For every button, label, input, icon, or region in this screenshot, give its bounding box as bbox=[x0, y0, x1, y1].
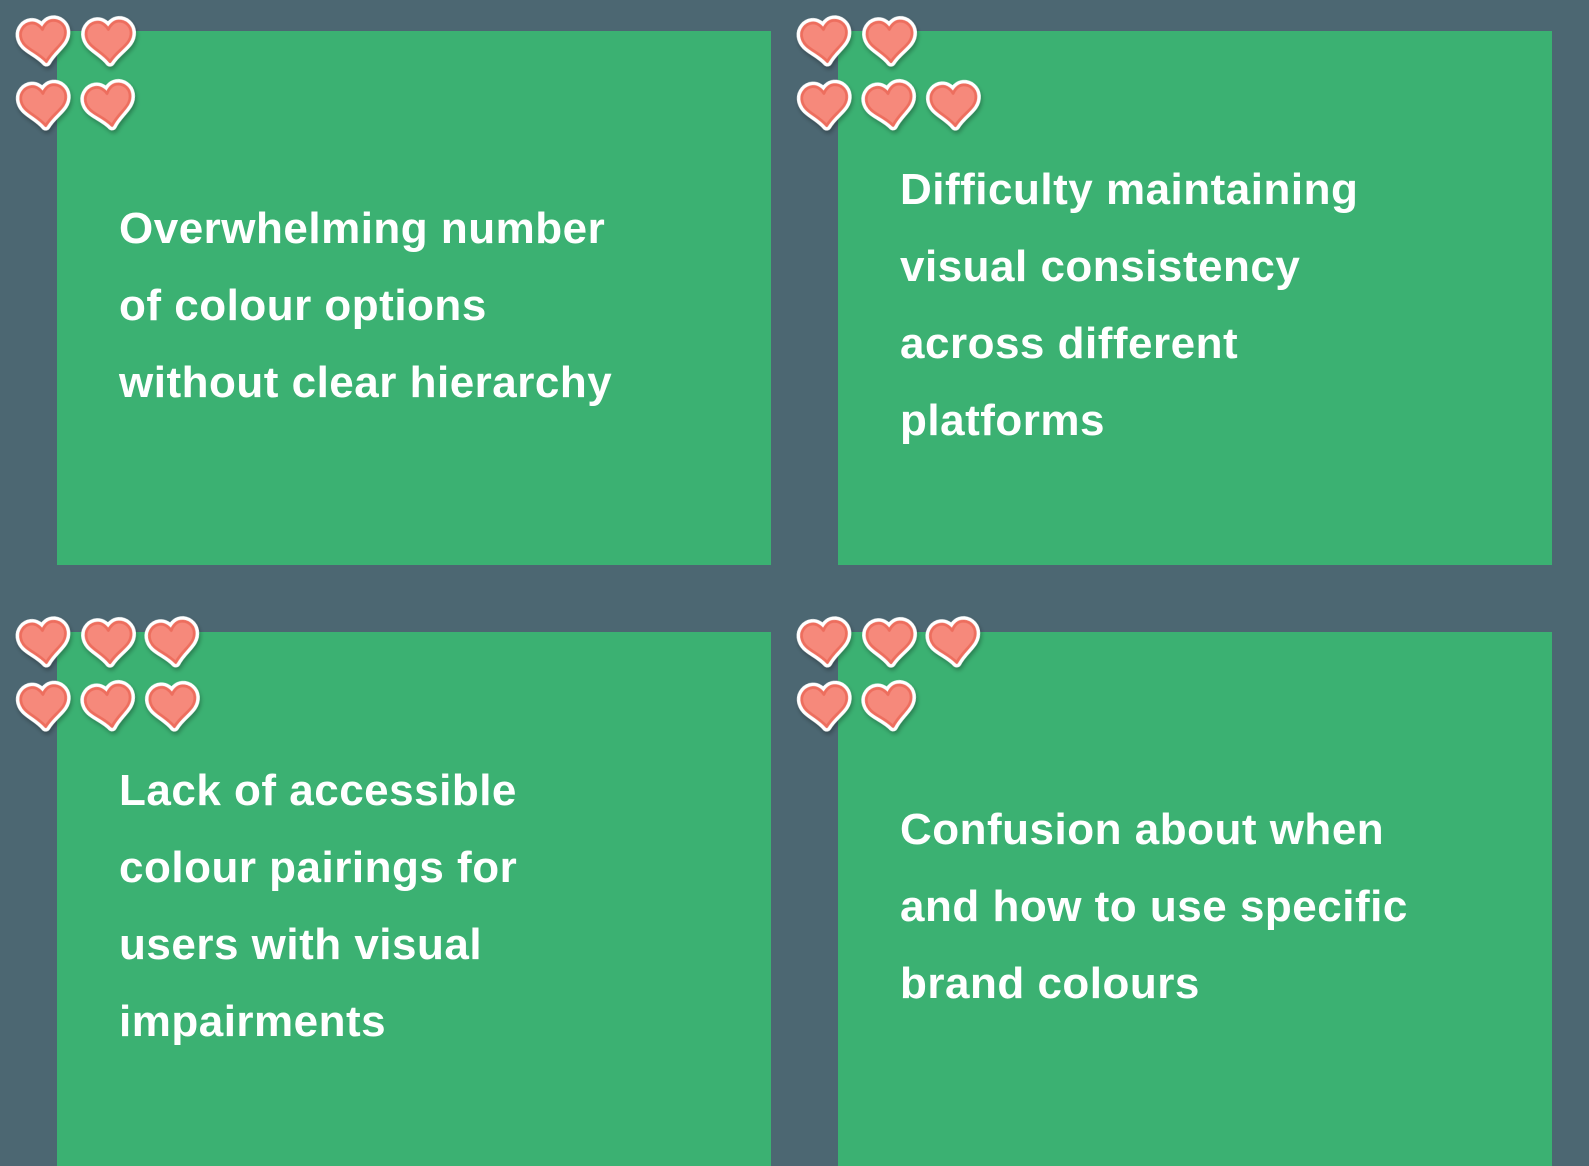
heart-icon[interactable] bbox=[857, 612, 922, 673]
sticky-note-card[interactable]: Difficulty maintaining visual consistenc… bbox=[796, 15, 1552, 565]
heart-sticker[interactable] bbox=[76, 11, 141, 72]
card-text-line: brand colours bbox=[900, 958, 1200, 1008]
heart-sticker[interactable] bbox=[792, 675, 859, 738]
heart-sticker[interactable] bbox=[791, 610, 860, 675]
heart-icon[interactable] bbox=[854, 674, 924, 741]
card-text-line: users with visual bbox=[119, 920, 483, 969]
heart-sticker[interactable] bbox=[792, 74, 859, 137]
heart-icon[interactable] bbox=[791, 610, 860, 675]
heart-sticker[interactable] bbox=[11, 675, 78, 738]
heart-icon[interactable] bbox=[791, 9, 860, 74]
card-text: Difficulty maintaining visual consistenc… bbox=[838, 137, 1398, 459]
card-text-line: Overwhelming number bbox=[119, 203, 606, 253]
card-text-line: across different bbox=[900, 319, 1239, 368]
heart-icon[interactable] bbox=[76, 11, 141, 72]
heart-icon[interactable] bbox=[73, 73, 143, 140]
card-text: Lack of accessible colour pairings for u… bbox=[57, 738, 557, 1060]
heart-icon[interactable] bbox=[921, 75, 987, 137]
heart-icon[interactable] bbox=[792, 74, 859, 137]
heart-sticker[interactable] bbox=[791, 9, 860, 74]
heart-icon[interactable] bbox=[11, 74, 78, 137]
heart-icon[interactable] bbox=[10, 9, 79, 74]
card-text: Overwhelming number of colour options wi… bbox=[57, 176, 652, 421]
heart-sticker[interactable] bbox=[10, 9, 79, 74]
heart-icon[interactable] bbox=[792, 675, 859, 738]
heart-sticker[interactable] bbox=[857, 11, 922, 72]
card-text: Confusion about when and how to use spec… bbox=[838, 777, 1448, 1022]
card-text-line: Lack of accessible bbox=[119, 766, 517, 815]
sticky-note-card[interactable]: Confusion about when and how to use spec… bbox=[796, 616, 1552, 1166]
sticky-note-card[interactable]: Overwhelming number of colour options wi… bbox=[15, 15, 771, 565]
heart-sticker[interactable] bbox=[919, 610, 988, 676]
card-text-line: and how to use specific bbox=[900, 881, 1408, 931]
card-text-line: without clear hierarchy bbox=[119, 357, 613, 407]
heart-sticker[interactable] bbox=[11, 74, 78, 137]
heart-sticker[interactable] bbox=[10, 610, 79, 675]
heart-sticker[interactable] bbox=[921, 75, 987, 137]
heart-sticker[interactable] bbox=[138, 610, 207, 676]
card-text-line: Confusion about when bbox=[900, 804, 1385, 854]
heart-sticker[interactable] bbox=[854, 674, 924, 741]
heart-sticker[interactable] bbox=[76, 612, 141, 673]
heart-icon[interactable] bbox=[140, 676, 206, 738]
heart-icon[interactable] bbox=[857, 11, 922, 72]
card-text-line: visual consistency bbox=[900, 242, 1301, 291]
heart-sticker[interactable] bbox=[854, 73, 924, 140]
heart-icon[interactable] bbox=[138, 610, 207, 676]
heart-sticker[interactable] bbox=[857, 612, 922, 673]
heart-icon[interactable] bbox=[76, 612, 141, 673]
card-text-line: of colour options bbox=[119, 280, 487, 330]
heart-icon[interactable] bbox=[10, 610, 79, 675]
sticky-note-card[interactable]: Lack of accessible colour pairings for u… bbox=[15, 616, 771, 1166]
heart-sticker[interactable] bbox=[140, 676, 206, 738]
card-text-line: Difficulty maintaining bbox=[900, 165, 1359, 214]
heart-icon[interactable] bbox=[11, 675, 78, 738]
heart-icon[interactable] bbox=[919, 610, 988, 676]
heart-sticker[interactable] bbox=[73, 73, 143, 140]
card-text-line: impairments bbox=[119, 997, 387, 1046]
card-text-line: platforms bbox=[900, 396, 1105, 445]
heart-sticker[interactable] bbox=[73, 674, 143, 741]
card-text-line: colour pairings for bbox=[119, 843, 518, 892]
heart-icon[interactable] bbox=[854, 73, 924, 140]
heart-icon[interactable] bbox=[73, 674, 143, 741]
